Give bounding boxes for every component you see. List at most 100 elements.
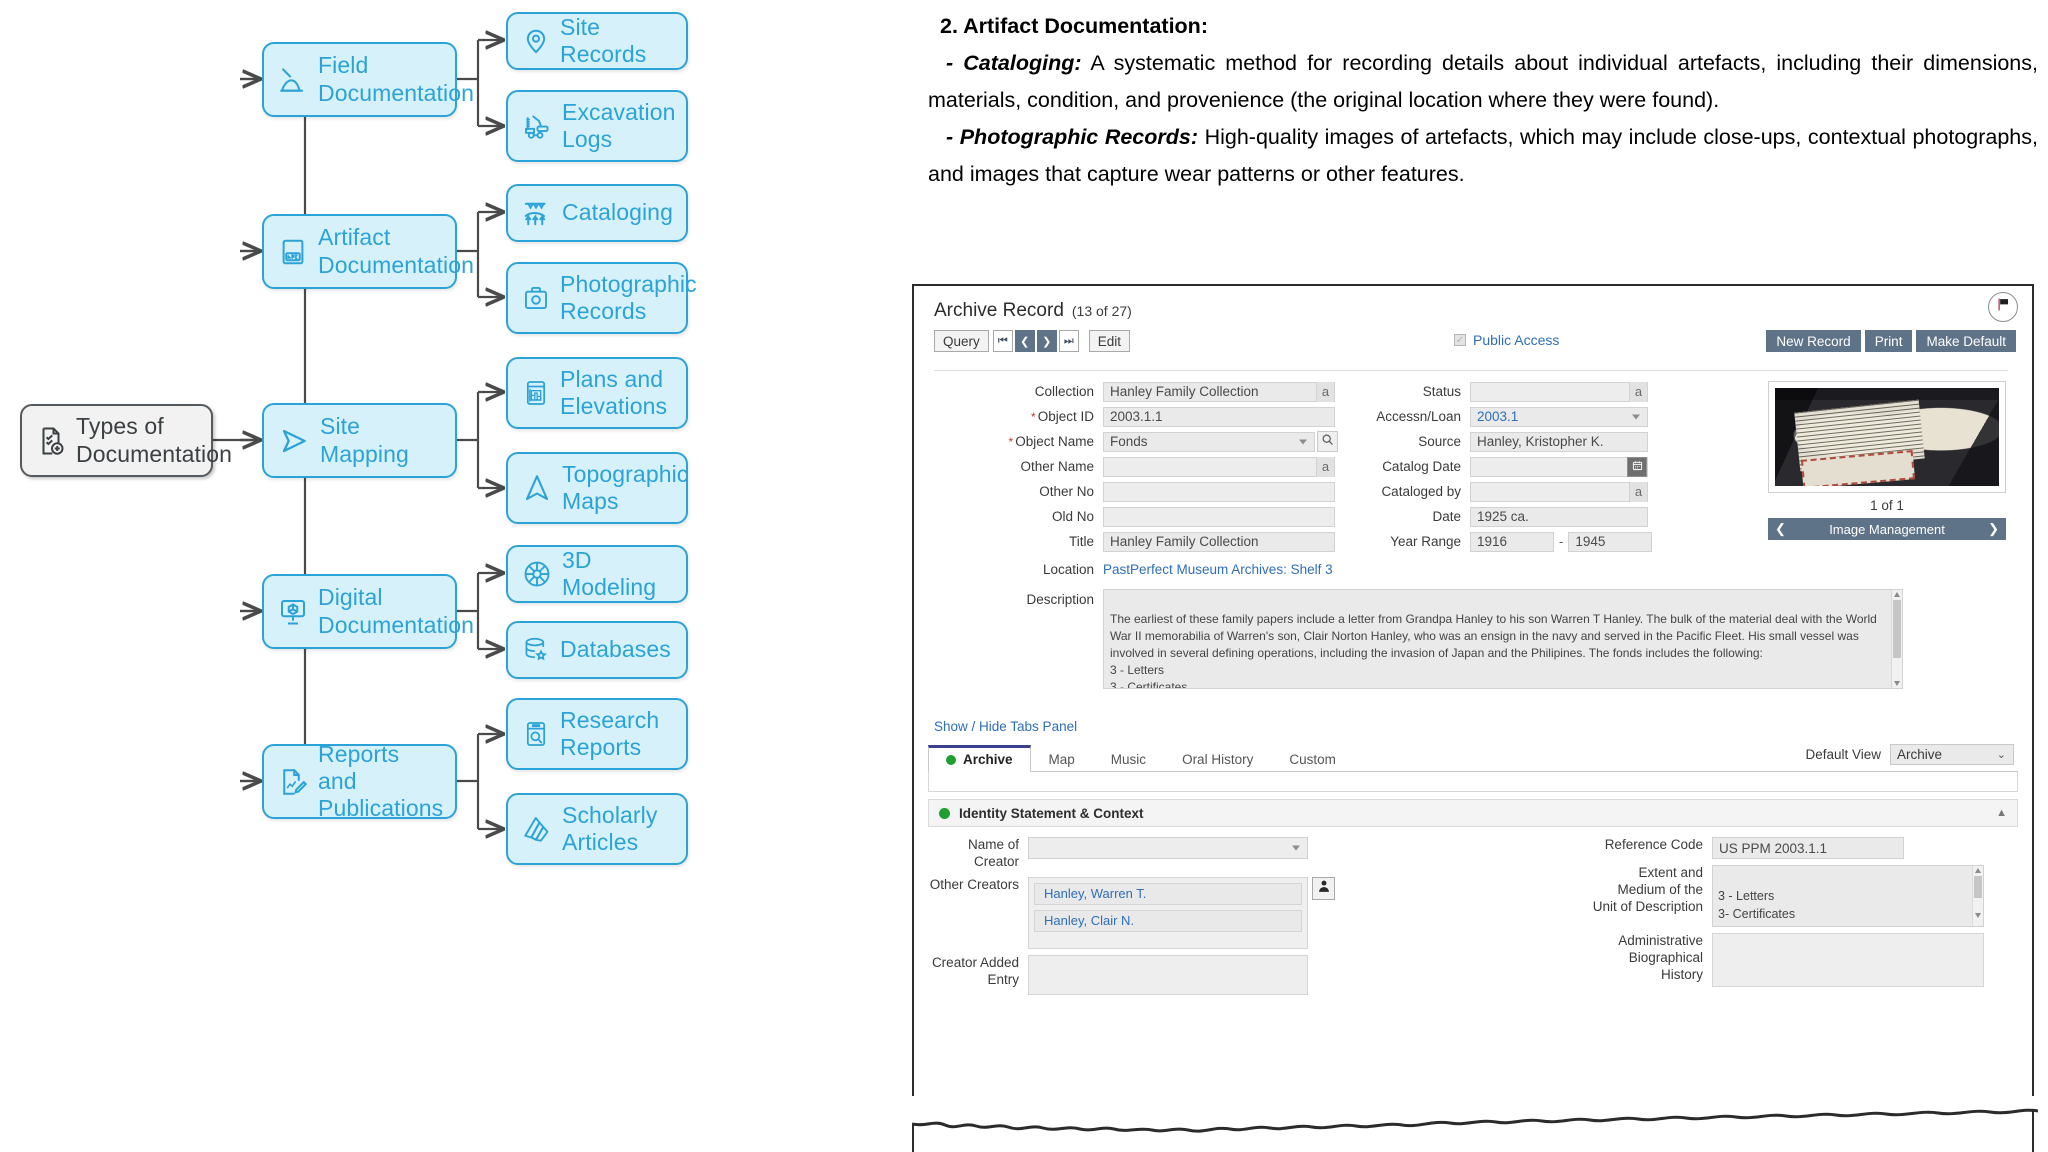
accession-loan-select[interactable]: 2003.1: [1470, 406, 1648, 427]
required-marker: *: [1031, 410, 1036, 424]
date-input[interactable]: 1925 ca.: [1470, 506, 1648, 527]
public-access-control[interactable]: ✓ Public Access: [1454, 332, 1559, 348]
admin-bio-history-textarea[interactable]: [1712, 933, 1984, 987]
year-range-from-input[interactable]: 1916: [1470, 531, 1554, 552]
reference-code-input[interactable]: US PPM 2003.1.1: [1712, 837, 1904, 859]
prev-record-button[interactable]: ❮: [1014, 330, 1035, 352]
first-record-button[interactable]: ⏮: [992, 330, 1013, 352]
diagram-leaf-scholarly-articles[interactable]: Scholarly Articles: [506, 793, 688, 865]
extent-scrollbar[interactable]: [1972, 866, 1983, 926]
diagram-leaf-databases[interactable]: Databases: [506, 621, 688, 679]
query-button[interactable]: Query: [934, 330, 989, 352]
last-record-button[interactable]: ⏭: [1058, 330, 1079, 352]
required-marker: *: [1008, 435, 1014, 449]
tab-custom[interactable]: Custom: [1271, 747, 1354, 772]
flag-button[interactable]: [1988, 292, 2018, 322]
print-button[interactable]: Print: [1864, 330, 1913, 352]
field-label: Accessn/Loan: [1376, 409, 1461, 424]
image-management-label: Image Management: [1829, 521, 1945, 537]
tab-map[interactable]: Map: [1031, 747, 1093, 772]
chevron-down-icon: ⌄: [1996, 749, 2006, 761]
caret-up-icon[interactable]: ▲: [1996, 807, 2007, 819]
title-input[interactable]: Hanley Family Collection: [1103, 531, 1335, 552]
list-item[interactable]: Hanley, Warren T.: [1034, 882, 1302, 905]
collection-input[interactable]: Hanley Family Collection a: [1103, 381, 1335, 402]
field-label: Catalog Date: [1382, 459, 1461, 474]
old-no-input[interactable]: [1103, 506, 1335, 527]
diagram-leaf-label: Excavation Logs: [562, 98, 676, 152]
diagram-leaf-topographic-maps[interactable]: Topographic Maps: [506, 452, 688, 524]
tab-oral-history[interactable]: Oral History: [1164, 747, 1271, 772]
field-extent-medium: Extent and Medium of the Unit of Descrip…: [1488, 865, 2028, 927]
catalog-date-input[interactable]: [1470, 456, 1648, 477]
scroll-up-icon[interactable]: [1975, 868, 1981, 873]
scrollbar-thumb[interactable]: [1974, 876, 1982, 898]
calendar-picker-button[interactable]: [1627, 456, 1647, 477]
field-label: Other Creators: [929, 876, 1019, 892]
alpha-lookup-icon[interactable]: a: [1629, 381, 1647, 402]
diagram-leaf-research-reports[interactable]: Research Reports: [506, 698, 688, 770]
next-record-button[interactable]: ❯: [1036, 330, 1057, 352]
alpha-lookup-icon[interactable]: a: [1316, 381, 1334, 402]
field-label: Cataloged by: [1381, 484, 1461, 499]
description-textarea[interactable]: The earliest of these family papers incl…: [1103, 589, 1903, 689]
doc-term-photographic-records: - Photographic Records:: [946, 124, 1199, 149]
record-counter: (13 of 27): [1071, 303, 1132, 319]
make-default-button[interactable]: Make Default: [1916, 330, 2016, 352]
default-view-select[interactable]: Archive ⌄: [1890, 744, 2014, 765]
cataloged-by-input[interactable]: a: [1470, 481, 1648, 502]
diagram-leaf-plans-elevations[interactable]: Plans and Elevations: [506, 357, 688, 429]
diagram-node-site-mapping[interactable]: Site Mapping: [262, 403, 457, 478]
scroll-up-icon[interactable]: [1894, 592, 1900, 597]
status-input[interactable]: a: [1470, 381, 1648, 402]
diagram-node-reports-publications[interactable]: Reports and Publications: [262, 741, 457, 821]
chevron-right-icon[interactable]: ❯: [1988, 521, 1999, 536]
scroll-down-icon[interactable]: [1894, 681, 1900, 686]
record-image-frame[interactable]: [1768, 381, 2006, 493]
creator-added-entry-input[interactable]: [1028, 954, 1308, 995]
object-name-search-button[interactable]: [1317, 431, 1338, 452]
section-identity-statement[interactable]: Identity Statement & Context ▲: [928, 799, 2018, 827]
location-link[interactable]: PastPerfect Museum Archives: Shelf 3: [1103, 562, 1333, 577]
diagram-leaf-site-records[interactable]: Site Records: [506, 12, 688, 70]
add-person-button[interactable]: [1312, 876, 1335, 900]
new-record-button[interactable]: New Record: [1766, 330, 1861, 352]
list-item[interactable]: Hanley, Clair N.: [1034, 909, 1302, 932]
object-name-select[interactable]: Fonds: [1103, 431, 1315, 452]
field-name-of-creator: Name of Creator: [928, 837, 1488, 871]
public-access-checkbox[interactable]: ✓: [1454, 334, 1466, 346]
diagram-leaf-photographic-records[interactable]: Photographic Records: [506, 262, 697, 334]
description-scrollbar[interactable]: [1891, 590, 1902, 688]
year-range-to-input[interactable]: 1945: [1568, 531, 1653, 552]
scroll-down-icon[interactable]: [1975, 913, 1981, 918]
other-name-input[interactable]: a: [1103, 456, 1335, 477]
tab-archive[interactable]: Archive: [928, 745, 1031, 772]
diagram-leaf-excavation-logs[interactable]: Excavation Logs: [506, 90, 688, 162]
diagram-node-digital-documentation[interactable]: Digital Documentation: [262, 574, 474, 649]
edit-button[interactable]: Edit: [1088, 330, 1131, 352]
form-column-right: Status a Accessn/Loan 2003.1: [1358, 379, 1758, 554]
scrollbar-thumb[interactable]: [1893, 600, 1901, 658]
other-creators-list[interactable]: Hanley, Warren T. Hanley, Clair N.: [1028, 876, 1308, 949]
extent-medium-list[interactable]: 3 - Letters 3- Certificates 10 - B&W pho…: [1712, 865, 1984, 927]
diagram-node-field-documentation[interactable]: Field Documentation: [262, 42, 474, 117]
field-value: 1945: [1575, 534, 1606, 549]
diagram-leaf-3d-modeling[interactable]: 3D Modeling: [506, 545, 688, 603]
alpha-lookup-icon[interactable]: a: [1629, 481, 1647, 502]
chevron-down-icon: [1632, 414, 1640, 419]
tab-music[interactable]: Music: [1093, 747, 1164, 772]
show-hide-tabs-link[interactable]: Show / Hide Tabs Panel: [934, 719, 1078, 734]
field-title: Title Hanley Family Collection: [928, 529, 1358, 554]
field-reference-code: Reference Code US PPM 2003.1.1: [1488, 837, 2028, 859]
other-no-input[interactable]: [1103, 481, 1335, 502]
alpha-lookup-icon[interactable]: a: [1316, 456, 1334, 477]
diagram-leaf-cataloging[interactable]: Cataloging: [506, 184, 688, 242]
diagram-node-root[interactable]: Types of Documentation: [20, 404, 232, 477]
field-label: Status: [1422, 384, 1461, 399]
source-input[interactable]: Hanley, Kristopher K.: [1470, 431, 1648, 452]
image-management-bar[interactable]: ❮ Image Management ❯: [1768, 518, 2006, 540]
object-id-input[interactable]: 2003.1.1: [1103, 406, 1335, 427]
chevron-left-icon[interactable]: ❮: [1775, 521, 1786, 536]
diagram-node-artifact-documentation[interactable]: Artifact Documentation: [262, 214, 474, 289]
name-of-creator-select[interactable]: [1028, 837, 1308, 859]
